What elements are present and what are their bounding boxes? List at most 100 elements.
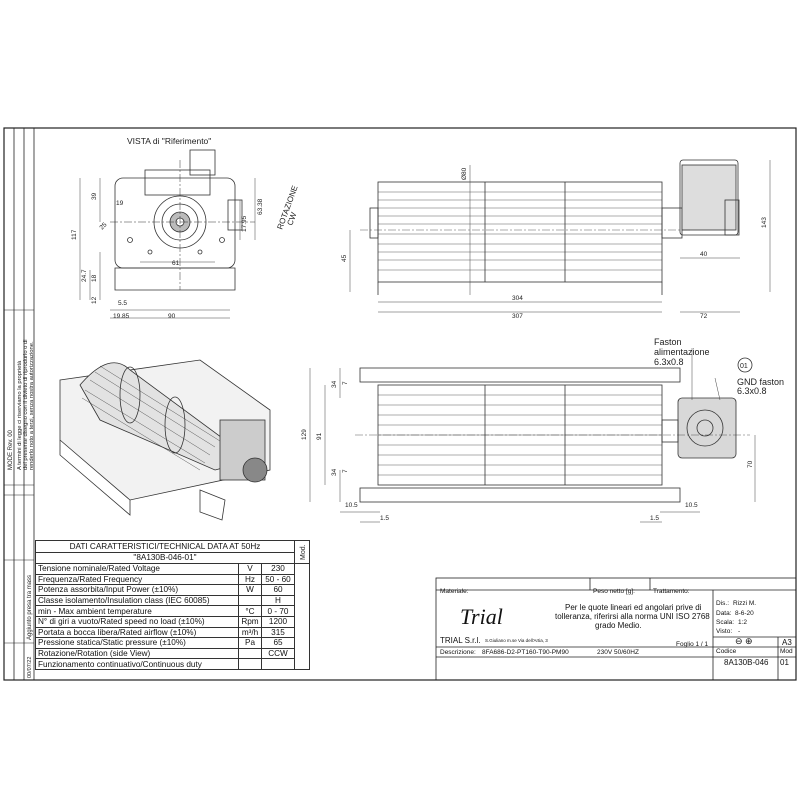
dim-18: 18 <box>91 274 98 282</box>
data-label: Data: <box>716 610 732 617</box>
dim-34-bottom: 34 <box>331 468 338 476</box>
scala-label: Scala: <box>716 619 735 626</box>
faston-supply-size: 6.3x0.8 <box>654 357 684 367</box>
tech-row: Rotazione/Rotation (side View) CCW <box>35 647 310 660</box>
top-view <box>355 367 750 503</box>
revision-note: Aggiunto presa tra mass <box>27 575 33 640</box>
dim-90: 90 <box>168 313 176 320</box>
title-block-frame <box>435 577 797 681</box>
balloon-01 <box>737 357 753 373</box>
description-label: Descrizione: <box>440 649 476 656</box>
tech-unit <box>238 658 262 670</box>
description-value: 8FA686-D2-PT160-T90-PM90 <box>482 649 569 656</box>
dim-12: 12 <box>91 296 98 304</box>
tech-mod-label: Mod. <box>300 544 307 560</box>
dim-19: 19 <box>116 200 124 207</box>
dim-80-diameter: Ø80 <box>461 167 468 180</box>
tech-value: 0 - 70 <box>261 605 295 617</box>
format-value: A3 <box>782 638 792 647</box>
tolerance-note-2: tolleranza, riferirsi alla norma UNI ISO… <box>555 612 710 621</box>
balloon-label: 01 <box>740 363 748 370</box>
dim-10-5-right: 10.5 <box>685 502 698 509</box>
tech-unit <box>238 594 262 607</box>
tech-row: N° di giri a vuoto/Rated speed no load (… <box>35 615 310 628</box>
dim-7-top: 7 <box>342 381 349 385</box>
tech-unit: V <box>238 563 262 575</box>
dim-24-7: 24.7 <box>81 269 88 282</box>
dim-39: 39 <box>91 192 98 200</box>
tech-label: Potenza assorbita/Input Power (±10%) <box>35 584 239 596</box>
scala-value: 1:2 <box>738 619 748 626</box>
dim-25: 25 <box>98 221 108 231</box>
tech-value: 315 <box>261 626 295 639</box>
visto-value: - <box>738 628 741 635</box>
materiale-label: Materiale: <box>440 588 469 595</box>
rotation-direction: CW <box>285 211 298 227</box>
front-view-dimensions <box>349 160 771 313</box>
mod-value: 01 <box>780 658 789 667</box>
codice-value: 8A130B-046 <box>724 658 769 667</box>
projection-icon: ⊖ ⊕ <box>735 636 753 646</box>
codice-label: Codice <box>716 648 737 655</box>
tech-unit: Hz <box>238 573 262 586</box>
tech-label: Pressione statica/Static pressure (±10%) <box>35 637 239 649</box>
data-value: 8-6-20 <box>735 610 754 617</box>
tech-label: min - Max ambient temperature <box>35 605 239 617</box>
company-name: TRIAL S.r.l. <box>440 636 481 645</box>
margin-text-1: A termini di legge ci riserviamo la prop… <box>17 360 23 470</box>
tech-value: 1200 <box>261 615 295 628</box>
tech-label: Tensione nominale/Rated Voltage <box>35 563 239 575</box>
tech-label: Rotazione/Rotation (side View) <box>35 647 239 660</box>
company-address: S.Giuliano m.se Via dell'Artia, 3 <box>485 638 548 643</box>
dim-70: 70 <box>747 460 754 468</box>
dim-1-5-right: 1.5 <box>650 515 659 522</box>
mod-label: Mod <box>780 648 793 655</box>
reference-view-title: VISTA di "Riferimento" <box>127 136 211 146</box>
isometric-view <box>59 359 271 521</box>
tech-value: H <box>261 594 295 607</box>
tech-unit: W <box>238 584 262 596</box>
revision-date: 00/07/22 <box>27 657 33 678</box>
tech-label: Portata a bocca libera/Rated airflow (±1… <box>35 626 239 639</box>
dim-40: 40 <box>700 251 708 258</box>
tech-value: CCW <box>261 647 295 660</box>
tech-unit: Rpm <box>238 615 262 628</box>
side-view <box>110 149 255 291</box>
dim-5-5: 5.5 <box>118 300 127 307</box>
dim-19-85: 19.85 <box>113 313 130 320</box>
dim-10-5-left: 10.5 <box>345 502 358 509</box>
peso-label: Peso netto [g]: <box>593 588 635 595</box>
tech-value: 65 <box>261 637 295 649</box>
dim-1-5-left: 1.5 <box>380 515 389 522</box>
dim-91: 91 <box>316 432 323 440</box>
tech-unit <box>238 647 262 660</box>
faston-supply-line-1: Faston <box>654 337 682 347</box>
margin-mod: MODE Rev. 00 <box>8 429 14 470</box>
tech-row: Funzionamento continuativo/Continuous du… <box>35 658 310 670</box>
margin-text-3: renderlo noto a terzi, senza nostra auto… <box>29 341 35 470</box>
visto-label: Visto: <box>716 628 733 635</box>
tech-row: Pressione statica/Static pressure (±10%)… <box>35 637 310 649</box>
gnd-faston-label: GND faston <box>737 377 784 387</box>
sheet-frame <box>3 127 797 681</box>
tech-label: Frequenza/Rated Frequency <box>35 573 239 586</box>
tech-code: "8A130B-046-01" <box>35 551 295 564</box>
sheet-number: Foglio 1 / 1 <box>676 641 709 648</box>
dim-129: 129 <box>301 429 308 440</box>
side-view-dimensions <box>79 178 256 319</box>
faston-supply-line-2: alimentazione <box>654 347 710 357</box>
trial-logo: Trial <box>460 604 503 629</box>
dim-45: 45 <box>341 254 348 262</box>
tolerance-note-3: grado Medio. <box>595 621 642 630</box>
margin-text-2: del presente disegno con il divieto di r… <box>23 339 29 470</box>
tech-value: 50 - 60 <box>261 573 295 586</box>
dim-143: 143 <box>761 217 768 228</box>
tech-unit: °C <box>238 605 262 617</box>
front-view <box>360 159 740 295</box>
tech-unit: Pa <box>238 637 262 649</box>
dim-17-95: 17.95 <box>241 215 248 232</box>
tech-header: DATI CARATTERISTICI/TECHNICAL DATA AT 50… <box>35 540 295 553</box>
